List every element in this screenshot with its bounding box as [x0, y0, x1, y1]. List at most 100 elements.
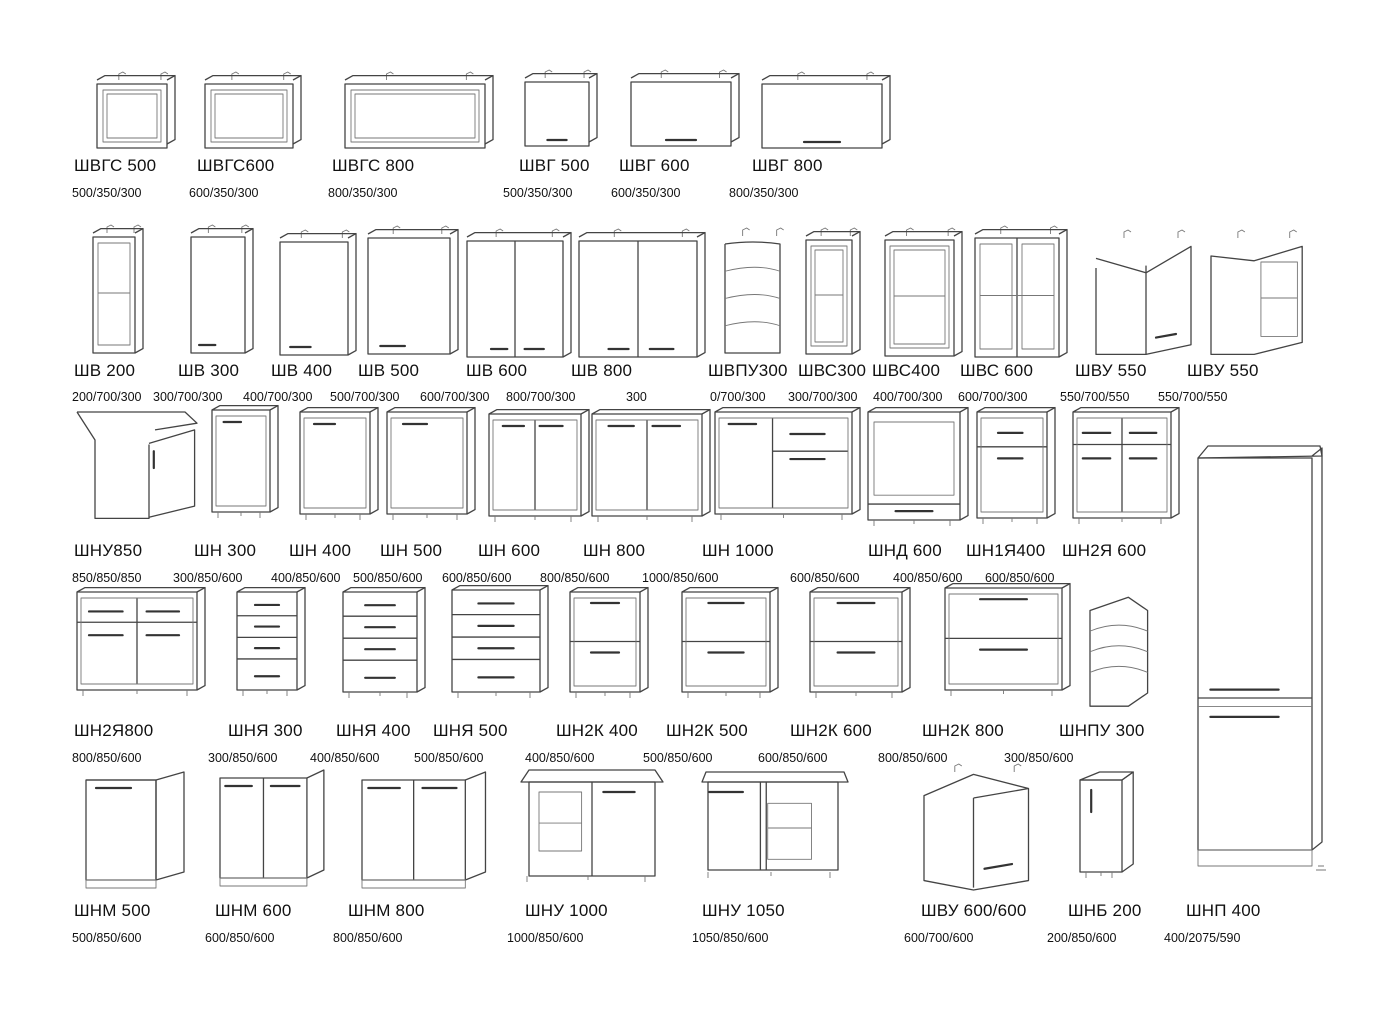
cabinet-code: ШВ 200: [74, 361, 136, 380]
cabinet-code: ШН 1000: [702, 541, 774, 560]
cabinet-drawing: [85, 771, 185, 889]
cabinet-drawing: [1197, 445, 1326, 871]
cabinet-drawing: [1079, 771, 1134, 878]
cabinet-dimensions: 300/850/600: [173, 571, 243, 585]
cabinet-dimensions: 300/700/300: [788, 390, 858, 404]
cabinet-drawing: [569, 586, 649, 698]
cabinet-dimensions: 500/350/300: [72, 186, 142, 200]
cabinet-code: ШНМ 600: [215, 901, 292, 920]
cabinet-dimensions: 200/850/600: [1047, 931, 1117, 945]
cabinet-code: ШВС400: [872, 361, 941, 380]
cabinet-dimensions: 1050/850/600: [692, 931, 769, 945]
cabinet-code: ШН 500: [380, 541, 443, 560]
cabinet-code: ШВ 400: [271, 361, 333, 380]
cabinet-code: ШНУ850: [74, 541, 143, 560]
cabinet-drawing: [1072, 406, 1180, 524]
cabinet-code: ШНУ 1000: [525, 901, 608, 920]
cabinet-drawing: [974, 225, 1068, 358]
cabinet-drawing: [96, 71, 176, 149]
cabinet-dimensions: 200/700/300: [72, 390, 142, 404]
cabinet-dimensions: 600/700/600: [904, 931, 974, 945]
cabinet-drawing: [578, 228, 706, 358]
cabinet-code: ШВГ 600: [619, 156, 690, 175]
cabinet-code: ШВПУ300: [708, 361, 788, 380]
cabinet-code: ШВУ 600/600: [921, 901, 1027, 920]
cabinet-dimensions: 600/850/600: [985, 571, 1055, 585]
cabinet-dimensions: 0/700/300: [710, 390, 766, 404]
cabinet-drawing: [236, 586, 306, 696]
cabinet-drawing: [591, 408, 711, 522]
cabinet-code: ШНП 400: [1186, 901, 1261, 920]
cabinet-dimensions: 600/850/600: [205, 931, 275, 945]
cabinet-drawing: [386, 406, 476, 520]
cabinet-drawing: [342, 586, 426, 698]
cabinet-dimensions: 400/700/300: [243, 390, 313, 404]
cabinet-drawing: [299, 406, 379, 520]
cabinet-drawing: [488, 408, 590, 522]
cabinet-drawing: [976, 406, 1056, 524]
cabinet-code: ШВГ 800: [752, 156, 823, 175]
cabinet-code: ШНЯ 500: [433, 721, 508, 740]
cabinet-drawing: [367, 225, 459, 355]
cabinet-code: ШВГС 800: [332, 156, 415, 175]
cabinet-drawing: [1095, 229, 1192, 356]
cabinet-dimensions: 500/700/300: [330, 390, 400, 404]
cabinet-drawing: [520, 769, 664, 882]
cabinet-dimensions: 500/850/600: [353, 571, 423, 585]
cabinet-drawing: [809, 586, 911, 698]
cabinet-code: ШН 600: [478, 541, 541, 560]
cabinet-code: ШВС 600: [960, 361, 1034, 380]
cabinet-code: ШВУ 550: [1187, 361, 1259, 380]
cabinet-drawing: [681, 586, 779, 698]
cabinet-code: ШВУ 550: [1075, 361, 1147, 380]
cabinet-drawing: [344, 71, 494, 149]
cabinet-code: ШН2К 600: [790, 721, 872, 740]
cabinet-code: ШН 300: [194, 541, 257, 560]
cabinet-code: ШВ 600: [466, 361, 528, 380]
cabinet-dimensions: 300: [626, 390, 647, 404]
cabinet-dimensions: 600/350/300: [611, 186, 681, 200]
cabinet-drawing: [714, 406, 861, 520]
cabinet-dimensions: 500/350/300: [503, 186, 573, 200]
cabinet-dimensions: 1000/850/600: [642, 571, 719, 585]
cabinet-code: ШНБ 200: [1068, 901, 1142, 920]
cabinet-dimensions: 850/850/850: [72, 571, 142, 585]
cabinet-code: ШН 400: [289, 541, 352, 560]
cabinet-drawing: [701, 771, 849, 878]
cabinet-code: ШВГС600: [197, 156, 275, 175]
cabinet-code: ШН2К 800: [922, 721, 1004, 740]
cabinet-drawing: [1210, 229, 1303, 356]
cabinet-drawing: [279, 229, 357, 356]
cabinet-dimensions: 800/700/300: [506, 390, 576, 404]
cabinet-code: ШНЯ 300: [228, 721, 303, 740]
cabinet-drawing: [923, 763, 1030, 891]
cabinet-dimensions: 500/850/600: [414, 751, 484, 765]
cabinet-drawing: [867, 406, 969, 526]
cabinet-dimensions: 300/850/600: [208, 751, 278, 765]
cabinet-dimensions: 400/850/600: [271, 571, 341, 585]
cabinet-code: ШНПУ 300: [1059, 721, 1145, 740]
cabinet-code: ШВС300: [798, 361, 867, 380]
cabinet-drawing: [944, 582, 1071, 696]
cabinet-drawing: [524, 69, 598, 147]
cabinet-dimensions: 300/850/600: [1004, 751, 1074, 765]
cabinet-code: ШВ 300: [178, 361, 240, 380]
cabinet-dimensions: 500/850/600: [72, 931, 142, 945]
cabinet-drawing: [630, 69, 740, 147]
cabinet-dimensions: 600/850/600: [442, 571, 512, 585]
cabinet-dimensions: 800/850/600: [540, 571, 610, 585]
cabinet-drawing: [76, 586, 206, 696]
cabinet-dimensions: 800/350/300: [729, 186, 799, 200]
cabinet-code: ШН2К 500: [666, 721, 748, 740]
cabinet-drawing: [761, 71, 891, 149]
cabinet-dimensions: 500/850/600: [643, 751, 713, 765]
cabinet-dimensions: 600/700/300: [420, 390, 490, 404]
cabinet-code: ШНУ 1050: [702, 901, 785, 920]
cabinet-drawing: [466, 228, 572, 358]
cabinet-drawing: [1089, 596, 1149, 707]
cabinet-code: ШВГ 500: [519, 156, 590, 175]
cabinet-dimensions: 1000/850/600: [507, 931, 584, 945]
cabinet-drawing: [190, 224, 254, 354]
cabinet-dimensions: 400/2075/590: [1164, 931, 1241, 945]
